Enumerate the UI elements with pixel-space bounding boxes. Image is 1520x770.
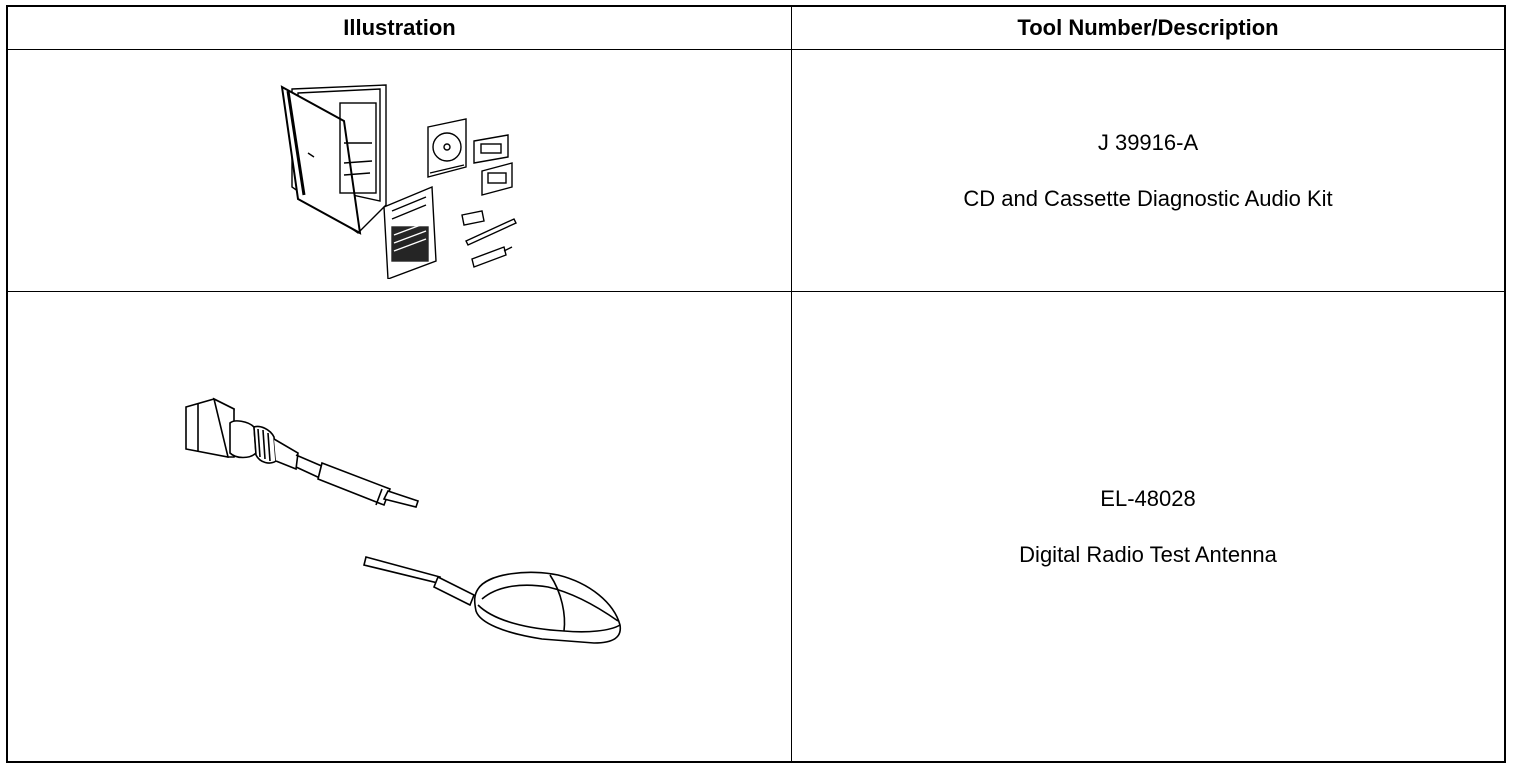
tool-table: Illustration Tool Number/Description xyxy=(6,5,1506,763)
row-1-text: J 39916-A CD and Cassette Diagnostic Aud… xyxy=(792,50,1504,291)
tool-description: Digital Radio Test Antenna xyxy=(1019,541,1277,567)
header-tool-number-description: Tool Number/Description xyxy=(1017,15,1279,40)
tool-number: EL-48028 xyxy=(1100,485,1196,511)
tool-description: CD and Cassette Diagnostic Audio Kit xyxy=(963,185,1333,211)
header-divider xyxy=(8,49,1504,50)
row-divider xyxy=(8,291,1504,292)
test-antenna-illustration xyxy=(178,393,628,653)
tool-number: J 39916-A xyxy=(1097,129,1199,155)
audio-diagnostic-kit-illustration xyxy=(278,83,518,279)
row-2-text: EL-48028 Digital Radio Test Antenna xyxy=(792,292,1504,761)
header-illustration: Illustration xyxy=(343,15,456,40)
column-divider xyxy=(791,7,792,761)
